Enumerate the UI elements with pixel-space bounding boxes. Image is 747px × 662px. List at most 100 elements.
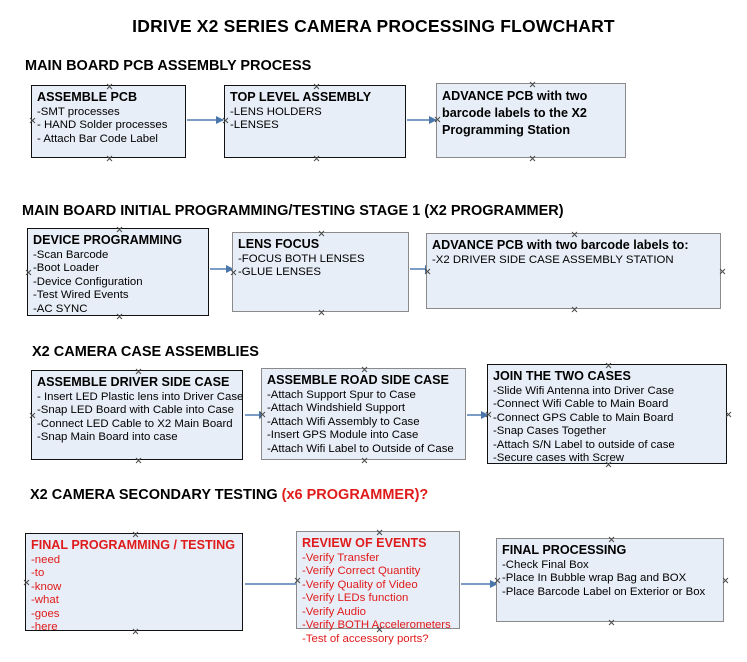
node-line: -Verify LEDs function bbox=[302, 592, 409, 605]
connector-4-2 bbox=[461, 579, 498, 588]
resize-handle-n[interactable] bbox=[313, 83, 320, 90]
node-advance-pcb-driver-side[interactable]: ADVANCE PCB with two barcode labels to: … bbox=[426, 233, 721, 309]
connector-3-2 bbox=[467, 410, 489, 419]
connector-1-2 bbox=[407, 115, 437, 124]
node-join-the-two-cases[interactable]: JOIN THE TWO CASES -Slide Wifi Antenna i… bbox=[487, 364, 727, 464]
section-heading-4-accent: (x6 PROGRAMMER)? bbox=[281, 487, 429, 503]
node-final-processing[interactable]: FINAL PROCESSING -Check Final Box -Place… bbox=[496, 538, 724, 622]
node-line: -Check Final Box bbox=[502, 558, 589, 571]
arrow-head-icon bbox=[216, 115, 224, 124]
node-line: -X2 DRIVER SIDE CASE ASSEMBLY STATION bbox=[432, 253, 674, 266]
node-title: ADVANCE PCB with two barcode labels to t… bbox=[442, 89, 588, 137]
node-line: -GLUE LENSES bbox=[238, 266, 321, 279]
node-final-programming-testing[interactable]: FINAL PROGRAMMING / TESTING -need -to -k… bbox=[23, 531, 243, 633]
node-line: -Attach Support Spur to Case bbox=[267, 388, 416, 401]
resize-handle-n[interactable] bbox=[571, 231, 578, 238]
resize-handle-n[interactable] bbox=[605, 362, 612, 369]
node-line: -Connect Wifi Cable to Main Board bbox=[493, 398, 669, 411]
resize-handle-n[interactable] bbox=[132, 531, 139, 538]
connector-1-1 bbox=[187, 115, 224, 124]
resize-handle-s[interactable] bbox=[318, 309, 325, 316]
node-device-programming[interactable]: DEVICE PROGRAMMING -Scan Barcode -Boot L… bbox=[27, 228, 209, 316]
section-heading-4: X2 CAMERA SECONDARY TESTING (x6 PROGRAMM… bbox=[30, 487, 428, 503]
resize-handle-e[interactable] bbox=[719, 268, 726, 275]
node-title: ASSEMBLE ROAD SIDE CASE bbox=[267, 373, 449, 387]
node-title: LENS FOCUS bbox=[238, 237, 320, 251]
arrow-head-icon bbox=[481, 410, 489, 419]
section-heading-1-text: MAIN BOARD PCB ASSEMBLY PROCESS bbox=[25, 58, 312, 74]
resize-handle-s[interactable] bbox=[608, 619, 615, 626]
resize-handle-w[interactable] bbox=[23, 579, 30, 586]
section-heading-2: MAIN BOARD INITIAL PROGRAMMING/TESTING S… bbox=[22, 203, 564, 219]
resize-handle-s[interactable] bbox=[313, 155, 320, 162]
node-lens-focus[interactable]: LENS FOCUS -FOCUS BOTH LENSES -GLUE LENS… bbox=[232, 232, 409, 312]
section-heading-1: MAIN BOARD PCB ASSEMBLY PROCESS bbox=[25, 58, 311, 74]
resize-handle-n[interactable] bbox=[361, 366, 368, 373]
node-line: -Verify BOTH Accelerometers bbox=[302, 619, 451, 632]
node-title: DEVICE PROGRAMMING bbox=[33, 233, 183, 247]
node-assemble-driver-side-case[interactable]: ASSEMBLE DRIVER SIDE CASE - Insert LED P… bbox=[31, 370, 243, 460]
node-title: TOP LEVEL ASSEMBLY bbox=[230, 90, 372, 104]
node-line: -Snap Main Board into case bbox=[37, 431, 178, 444]
node-line: -Verify Transfer bbox=[302, 551, 380, 564]
node-line: -Scan Barcode bbox=[33, 248, 109, 261]
node-top-level-assembly[interactable]: TOP LEVEL ASSEMBLY -LENS HOLDERS -LENSES bbox=[224, 85, 406, 158]
resize-handle-s[interactable] bbox=[106, 155, 113, 162]
resize-handle-n[interactable] bbox=[376, 529, 383, 536]
node-line: -Device Configuration bbox=[33, 275, 143, 288]
node-line: -Attach S/N Label to outside of case bbox=[493, 438, 675, 451]
resize-handle-s[interactable] bbox=[361, 457, 368, 464]
resize-handle-n[interactable] bbox=[106, 83, 113, 90]
resize-handle-n[interactable] bbox=[318, 230, 325, 237]
page-title: IDRIVE X2 SERIES CAMERA PROCESSING FLOWC… bbox=[132, 16, 615, 36]
node-title: ASSEMBLE DRIVER SIDE CASE bbox=[37, 375, 230, 389]
connector-2-1 bbox=[210, 264, 234, 273]
resize-handle-s[interactable] bbox=[529, 155, 536, 162]
node-line: -goes bbox=[31, 607, 60, 620]
arrow-head-icon bbox=[226, 264, 234, 273]
section-heading-3: X2 CAMERA CASE ASSEMBLIES bbox=[32, 344, 259, 360]
node-line: -here bbox=[31, 621, 58, 634]
node-review-of-events[interactable]: REVIEW OF EVENTS -Verify Transfer -Verif… bbox=[296, 529, 460, 645]
resize-handle-e[interactable] bbox=[725, 411, 732, 418]
node-line: -SMT processes bbox=[37, 105, 120, 118]
arrow-head-icon bbox=[429, 115, 437, 124]
node-line: -Connect GPS Cable to Main Board bbox=[493, 411, 674, 424]
node-line: -Attach Windshield Support bbox=[267, 402, 406, 415]
node-line: -Secure cases with Screw bbox=[493, 452, 625, 465]
node-line: -FOCUS BOTH LENSES bbox=[238, 252, 365, 265]
node-line: -Snap Cases Together bbox=[493, 425, 607, 438]
node-title: ASSEMBLE PCB bbox=[37, 90, 138, 104]
resize-handle-s[interactable] bbox=[135, 457, 142, 464]
node-line: -Verify Quality of Video bbox=[302, 578, 418, 591]
node-advance-pcb-station[interactable]: ADVANCE PCB with two barcode labels to t… bbox=[436, 83, 626, 158]
node-title: JOIN THE TWO CASES bbox=[493, 369, 631, 383]
node-line: - HAND Solder processes bbox=[37, 119, 168, 132]
section-heading-4-text: X2 CAMERA SECONDARY TESTING bbox=[30, 487, 282, 503]
node-assemble-pcb[interactable]: ASSEMBLE PCB -SMT processes - HAND Solde… bbox=[31, 85, 186, 158]
resize-handle-w[interactable] bbox=[25, 269, 32, 276]
node-line: -Attach Wifi Label to Outside of Case bbox=[267, 442, 454, 455]
node-line: -know bbox=[31, 580, 62, 593]
node-assemble-road-side-case[interactable]: ASSEMBLE ROAD SIDE CASE -Attach Support … bbox=[261, 368, 466, 460]
node-line: - Attach Bar Code Label bbox=[37, 132, 158, 145]
resize-handle-n[interactable] bbox=[608, 536, 615, 543]
node-line: -to bbox=[31, 567, 45, 580]
node-line: -Slide Wifi Antenna into Driver Case bbox=[493, 384, 675, 397]
node-line: -LENS HOLDERS bbox=[230, 105, 322, 118]
node-line: -LENSES bbox=[230, 119, 279, 132]
node-line: -AC SYNC bbox=[33, 302, 88, 315]
resize-handle-n[interactable] bbox=[116, 226, 123, 233]
resize-handle-n[interactable] bbox=[529, 81, 536, 88]
resize-handle-w[interactable] bbox=[29, 412, 36, 419]
section-heading-2-text: MAIN BOARD INITIAL PROGRAMMING/TESTING S… bbox=[22, 203, 564, 219]
node-line: -Verify Audio bbox=[302, 605, 366, 618]
node-title: REVIEW OF EVENTS bbox=[302, 536, 427, 550]
resize-handle-e[interactable] bbox=[722, 577, 729, 584]
resize-handle-w[interactable] bbox=[29, 117, 36, 124]
node-line: -Place In Bubble wrap Bag and BOX bbox=[502, 572, 687, 585]
resize-handle-s[interactable] bbox=[571, 306, 578, 313]
node-line-overflow: -Test of accessory ports? bbox=[302, 633, 429, 646]
resize-handle-n[interactable] bbox=[135, 368, 142, 375]
